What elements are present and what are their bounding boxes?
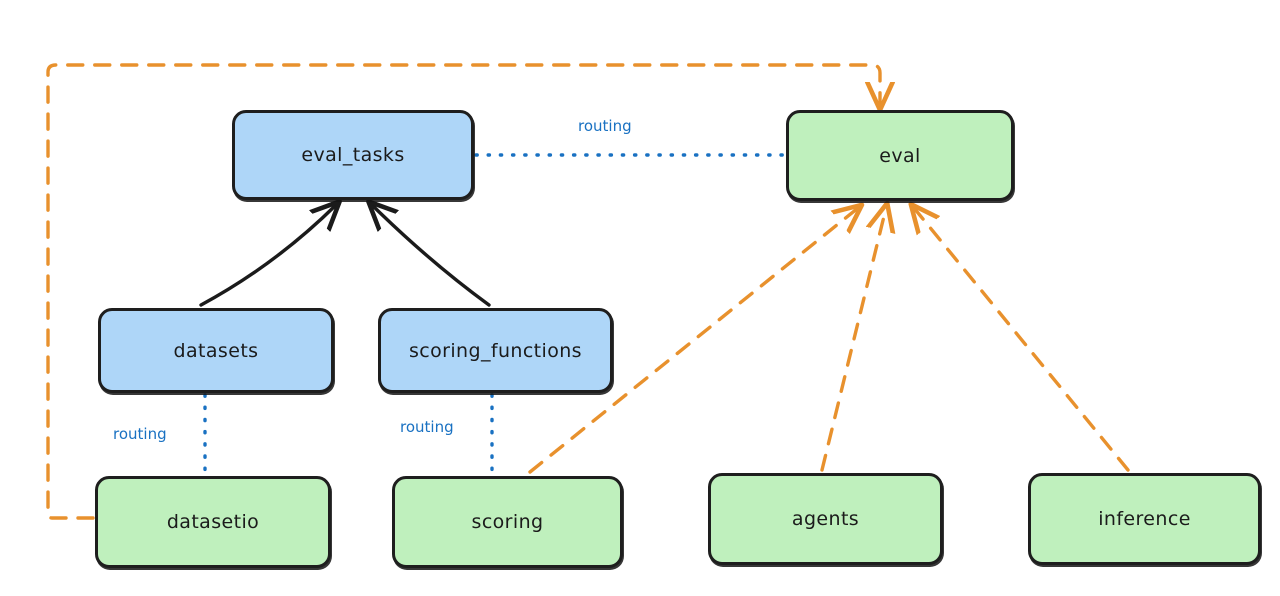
- node-inference[interactable]: inference: [1028, 473, 1261, 565]
- node-datasetio[interactable]: datasetio: [95, 476, 331, 568]
- node-scoring[interactable]: scoring: [392, 476, 623, 568]
- node-label-eval: eval: [879, 144, 921, 167]
- edge-datasets-eval_tasks: [199, 205, 336, 307]
- node-label-eval-tasks: eval_tasks: [301, 144, 405, 166]
- node-label-scoring-functions: scoring_functions: [409, 339, 582, 362]
- node-eval[interactable]: eval: [786, 110, 1014, 201]
- edge-datasetio-eval: [46, 63, 880, 520]
- node-label-datasets: datasets: [173, 339, 259, 362]
- node-datasets[interactable]: datasets: [98, 308, 334, 393]
- node-label-inference: inference: [1098, 508, 1191, 530]
- node-scoring-functions[interactable]: scoring_functions: [378, 308, 613, 393]
- edge-label-routing-scoring_functions-scoring: routing: [400, 418, 454, 436]
- edge-label-routing-datasets-datasetio: routing: [113, 425, 167, 443]
- node-label-datasetio: datasetio: [166, 511, 260, 533]
- edge-label-routing-eval_tasks-eval: routing: [578, 117, 632, 135]
- node-agents[interactable]: agents: [708, 473, 943, 565]
- edge-scoring_functions-eval_tasks: [372, 205, 491, 307]
- edge-agents-eval: [820, 208, 886, 472]
- node-eval-tasks[interactable]: eval_tasks: [232, 110, 474, 200]
- edge-scoring-eval: [528, 208, 858, 474]
- node-label-scoring: scoring: [471, 511, 544, 533]
- node-label-agents: agents: [791, 508, 860, 530]
- edge-inference-eval: [914, 208, 1130, 472]
